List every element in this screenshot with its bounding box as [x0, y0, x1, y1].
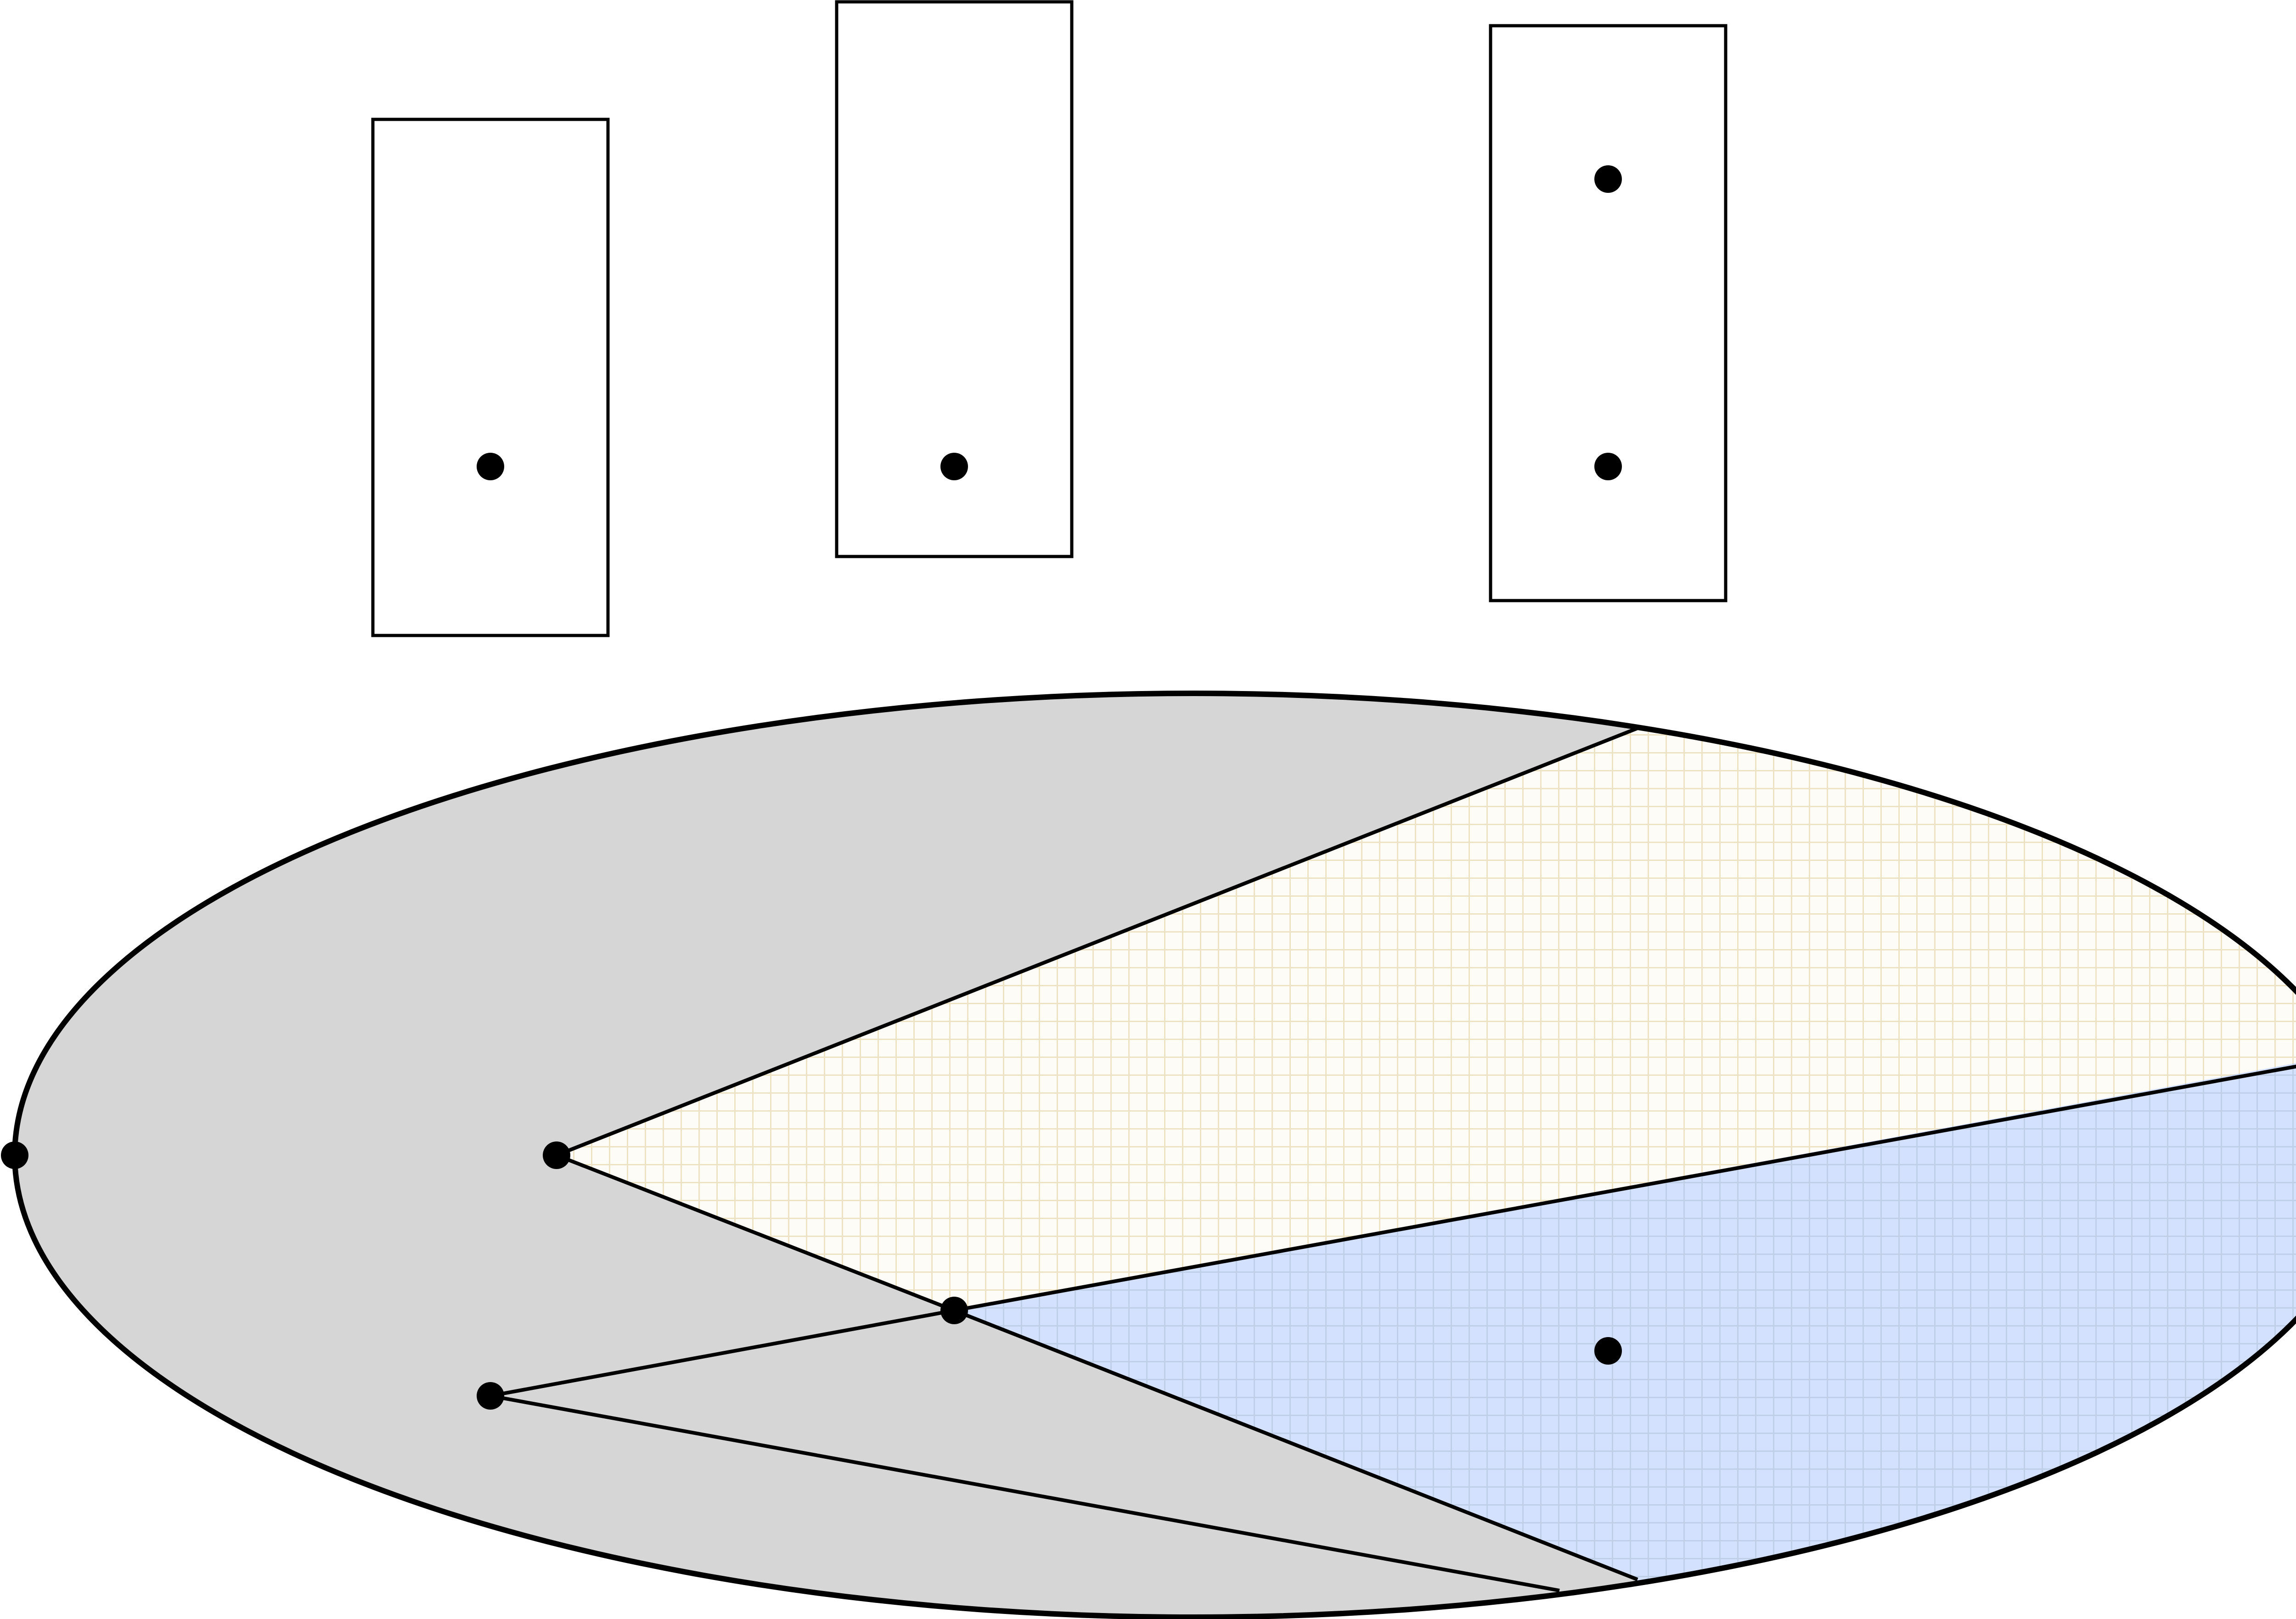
edge-center-to-top: [556, 726, 1638, 1157]
box-right-point-bottom: [1594, 453, 1622, 480]
blue-region-point: [1594, 1337, 1622, 1365]
box-middle: [835, 0, 1074, 558]
box-left-frame: [371, 118, 610, 637]
box-right-frame: [1489, 24, 1728, 602]
edge-leftnode-to-node: [490, 1309, 955, 1398]
box-right: [1489, 24, 1728, 602]
ellipse-left-edge-point: [1, 1141, 28, 1169]
ellipse-diagram: [1, 691, 2296, 1619]
center-point: [543, 1141, 570, 1169]
edge-node-to-bottom: [953, 1309, 1638, 1581]
junction-point: [940, 1297, 968, 1324]
edge-center-to-node: [556, 1153, 955, 1312]
edge-leftnode-to-bottom: [490, 1394, 1560, 1592]
box-left: [371, 118, 610, 637]
box-right-point-top: [1594, 165, 1622, 193]
box-middle-point: [940, 453, 968, 480]
box-left-point: [477, 453, 504, 480]
yellow-hatched-region: [557, 728, 2296, 1310]
blue-hatched-region: [954, 1048, 2296, 1617]
edge-node-to-right: [954, 1064, 2296, 1312]
lower-left-point: [477, 1382, 504, 1410]
